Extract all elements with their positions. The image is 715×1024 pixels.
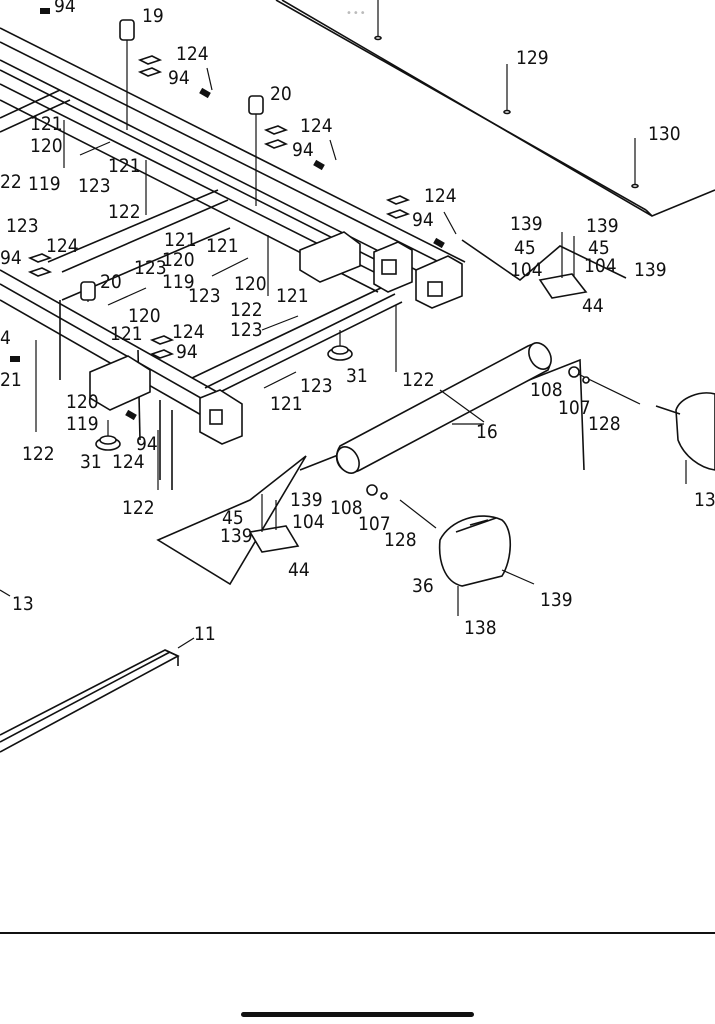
label-123: 123 <box>188 285 221 307</box>
label-22: 22 <box>0 171 22 193</box>
home-indicator[interactable] <box>241 1012 474 1017</box>
label-139: 139 <box>290 489 323 511</box>
label-121: 121 <box>108 155 141 177</box>
label-121: 121 <box>206 235 239 257</box>
label-138: 138 <box>464 617 497 639</box>
label-44: 44 <box>288 559 310 581</box>
label-123: 123 <box>230 319 263 341</box>
label-122: 122 <box>108 201 141 223</box>
label-119: 119 <box>28 173 61 195</box>
label-16: 16 <box>476 421 498 443</box>
label-124: 124 <box>176 43 209 65</box>
label-120: 120 <box>234 273 267 295</box>
label-124: 124 <box>112 451 145 473</box>
label-121: 121 <box>110 323 143 345</box>
label-139: 139 <box>220 525 253 547</box>
label-119: 119 <box>66 413 99 435</box>
leveling-feet <box>95 330 353 451</box>
label-94: 94 <box>292 139 314 161</box>
roller-assembly <box>299 342 641 529</box>
label-124: 124 <box>172 321 205 343</box>
label-108: 108 <box>330 497 363 519</box>
label-31: 31 <box>346 365 368 387</box>
label-130: 130 <box>648 123 681 145</box>
label-94: 94 <box>0 247 22 269</box>
label-123: 123 <box>78 175 111 197</box>
label-94: 94 <box>54 0 76 17</box>
bracket-plate-left <box>156 455 307 586</box>
label-121: 121 <box>30 113 63 135</box>
label-4: 4 <box>0 327 11 349</box>
label-104: 104 <box>292 511 325 533</box>
label-139: 139 <box>510 213 543 235</box>
label-120: 120 <box>162 249 195 271</box>
label-20: 20 <box>100 271 122 293</box>
label-13: 13 <box>12 593 34 615</box>
label-20: 20 <box>270 83 292 105</box>
label-124: 124 <box>300 115 333 137</box>
label-124: 124 <box>424 185 457 207</box>
label-121: 121 <box>270 393 303 415</box>
label-104: 104 <box>584 255 617 277</box>
sheet-grabber[interactable]: ••• <box>346 8 367 19</box>
label-123: 123 <box>134 257 167 279</box>
label-128: 128 <box>588 413 621 435</box>
label-121: 121 <box>276 285 309 307</box>
label-94: 94 <box>412 209 434 231</box>
label-11: 11 <box>194 623 216 645</box>
divider-line <box>0 932 715 934</box>
label-119: 119 <box>162 271 195 293</box>
label-122: 122 <box>402 369 435 391</box>
label-120: 120 <box>30 135 63 157</box>
label-139: 139 <box>586 215 619 237</box>
label-122: 122 <box>22 443 55 465</box>
label-31: 31 <box>80 451 102 473</box>
label-120: 120 <box>66 391 99 413</box>
table-top-panel <box>275 0 715 217</box>
label-139: 139 <box>634 259 667 281</box>
label-44: 44 <box>582 295 604 317</box>
label-123: 123 <box>300 375 333 397</box>
label-123: 123 <box>6 215 39 237</box>
label-94: 94 <box>168 67 190 89</box>
label-104: 104 <box>510 259 543 281</box>
label-107: 107 <box>558 397 591 419</box>
label-94: 94 <box>176 341 198 363</box>
label-36: 36 <box>412 575 434 597</box>
label-21: 21 <box>0 369 22 391</box>
label-128: 128 <box>384 529 417 551</box>
label-108: 108 <box>530 379 563 401</box>
label-122: 122 <box>230 299 263 321</box>
long-bar <box>0 637 195 753</box>
vertical-bolts <box>35 19 397 490</box>
end-cap-right <box>655 392 715 484</box>
label-45: 45 <box>222 507 244 529</box>
part-labels: 94 19 124 94 20 124 94 121 120 121 22 11… <box>0 0 715 645</box>
pins <box>503 64 639 189</box>
label-129: 129 <box>516 47 549 69</box>
fastener-hardware <box>10 8 445 421</box>
label-13-right: 13 <box>694 489 715 511</box>
leader-lines <box>0 67 484 597</box>
label-107: 107 <box>358 513 391 535</box>
label-19: 19 <box>142 5 164 27</box>
bracket-plate-right <box>461 232 627 299</box>
label-120: 120 <box>128 305 161 327</box>
label-45: 45 <box>514 237 536 259</box>
label-94: 94 <box>136 433 158 455</box>
end-cap-left <box>438 515 535 616</box>
label-121: 121 <box>164 229 197 251</box>
label-139: 139 <box>540 589 573 611</box>
label-45: 45 <box>588 237 610 259</box>
label-124: 124 <box>46 235 79 257</box>
label-122: 122 <box>122 497 155 519</box>
